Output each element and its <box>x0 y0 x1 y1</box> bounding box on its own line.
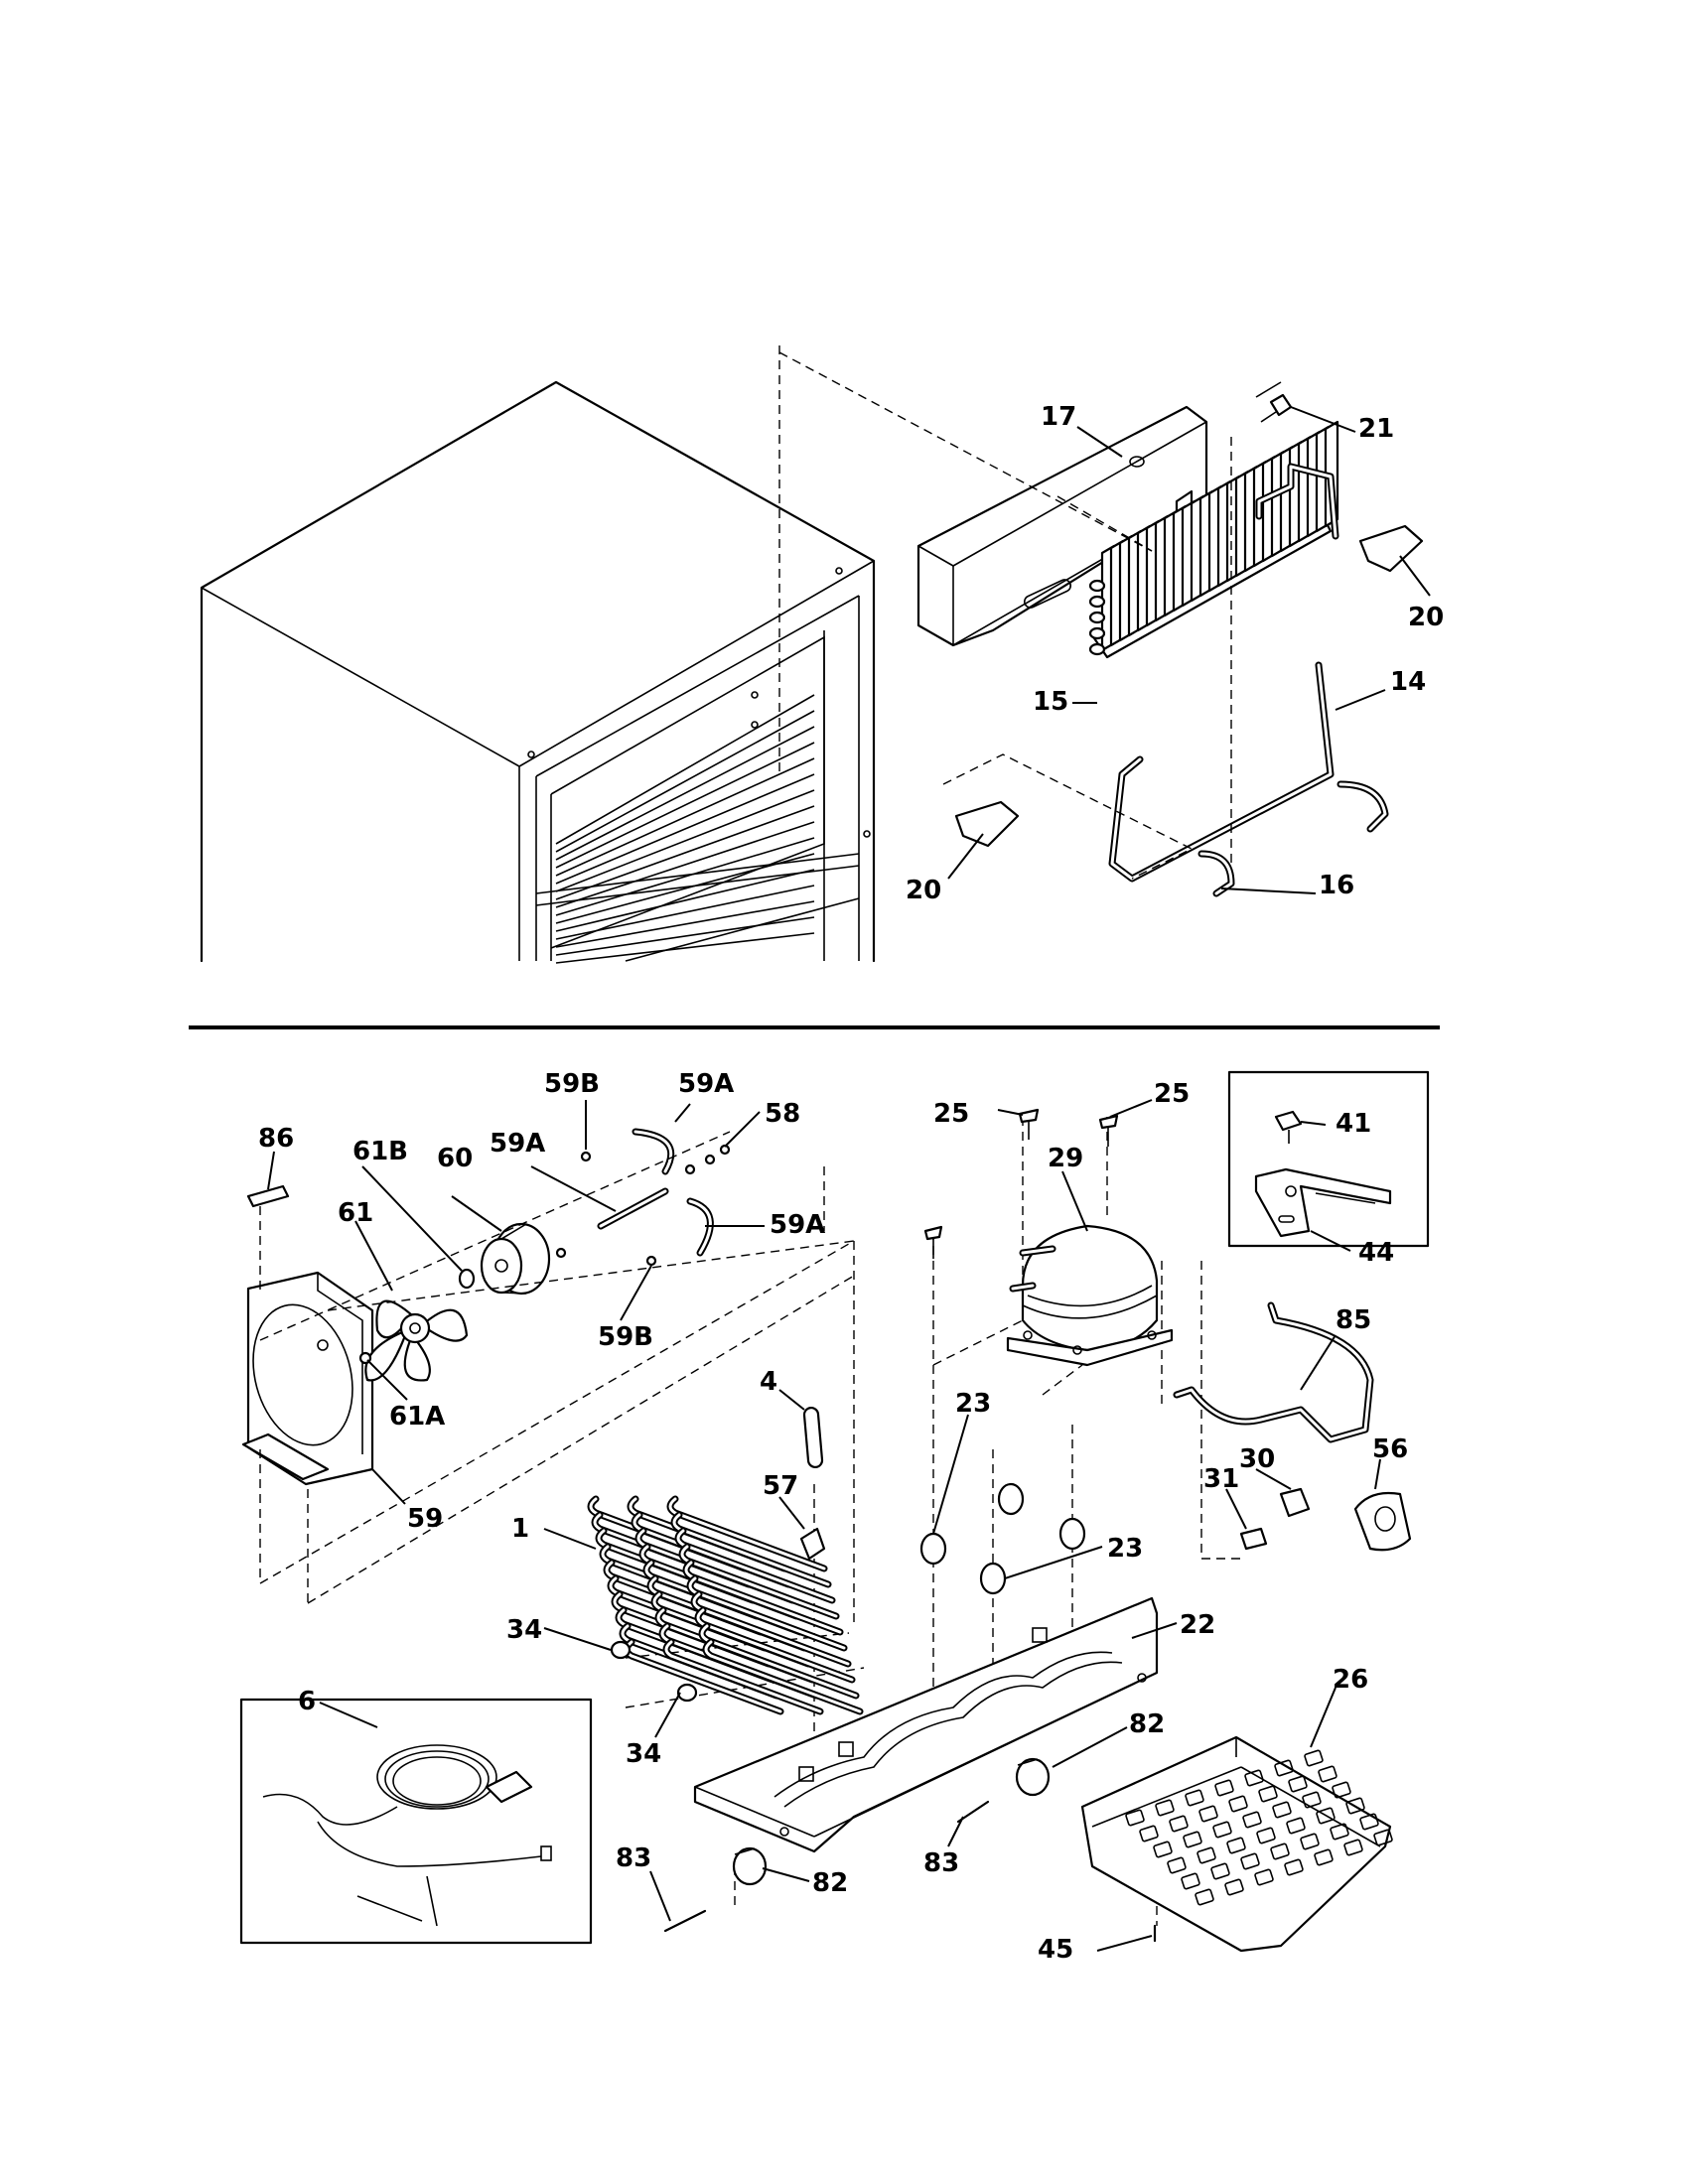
callout-60: 60 <box>437 1144 473 1173</box>
feet-82 <box>732 1757 1051 1886</box>
leader-lines <box>267 406 1431 1952</box>
callout-45: 45 <box>1038 1935 1073 1965</box>
condenser-coil <box>1088 420 1339 659</box>
callout-44: 44 <box>1358 1238 1394 1268</box>
callout-58: 58 <box>765 1099 800 1129</box>
callout-34-top: 34 <box>506 1615 542 1645</box>
callout-26: 26 <box>1333 1665 1368 1695</box>
callout-20-bottom: 20 <box>906 876 941 905</box>
callout-23-bottom: 23 <box>1107 1534 1143 1564</box>
inset-box-41-44 <box>1227 1070 1430 1248</box>
fan-bracket-59 <box>241 1271 374 1486</box>
callout-59: 59 <box>407 1504 443 1534</box>
callout-25-right: 25 <box>1154 1079 1190 1109</box>
callout-61A: 61A <box>389 1402 445 1432</box>
callout-85: 85 <box>1336 1305 1371 1335</box>
callout-16: 16 <box>1319 871 1354 900</box>
fan-blade-61 <box>364 1299 469 1382</box>
callout-31: 31 <box>1203 1464 1239 1494</box>
callout-59A-top: 59A <box>678 1069 734 1099</box>
callout-14: 14 <box>1390 667 1426 697</box>
upper-dash-lines <box>778 345 1232 864</box>
screws-25 <box>923 1108 1119 1259</box>
tubing-85 <box>1173 1301 1374 1443</box>
callout-61: 61 <box>338 1198 373 1228</box>
fan-motor-60 <box>480 1222 551 1296</box>
callout-29: 29 <box>1048 1144 1083 1173</box>
lower-dash-lines <box>259 1117 1241 1926</box>
callout-83-left: 83 <box>616 1843 651 1873</box>
cabinet-shelf-grille <box>555 694 815 964</box>
callout-25-left: 25 <box>933 1099 969 1129</box>
callout-59A-right: 59A <box>770 1210 825 1240</box>
callout-86: 86 <box>258 1124 294 1154</box>
insulation-pad-20-top <box>1358 524 1424 573</box>
callout-20-top: 20 <box>1408 603 1444 632</box>
callout-61B: 61B <box>352 1137 408 1166</box>
callout-6: 6 <box>298 1687 316 1716</box>
callout-59B-top: 59B <box>544 1069 600 1099</box>
callout-17: 17 <box>1041 402 1076 432</box>
callout-83-right: 83 <box>923 1848 959 1878</box>
callout-21: 21 <box>1358 414 1394 444</box>
base-plate-22 <box>693 1596 1159 1853</box>
callout-4: 4 <box>760 1367 777 1397</box>
drier-4 <box>802 1406 824 1469</box>
callout-15: 15 <box>1033 687 1068 717</box>
callout-82-left: 82 <box>812 1868 848 1898</box>
clip-57 <box>799 1527 826 1561</box>
drain-pan-26 <box>1080 1735 1393 1953</box>
callout-57: 57 <box>763 1471 798 1501</box>
clips-16 <box>1197 780 1389 897</box>
wire-grommets-59A-58 <box>597 1128 731 1257</box>
condenser-coil-1 <box>587 1495 864 1715</box>
washer-61B <box>458 1268 476 1290</box>
insulation-pad-20-bottom <box>942 753 1194 880</box>
condenser-tubing-top <box>1255 381 1339 540</box>
dryer-filter-21 <box>1260 393 1293 423</box>
callout-labels: 17 21 20 15 14 20 16 59B 59A 58 25 25 86… <box>258 402 1444 1965</box>
callout-1: 1 <box>511 1514 529 1544</box>
callout-56: 56 <box>1372 1434 1408 1464</box>
callout-59B-bottom: 59B <box>598 1322 653 1352</box>
refrigerator-cabinet <box>200 380 876 963</box>
compressor-29 <box>1006 1224 1174 1367</box>
callout-30: 30 <box>1239 1444 1275 1474</box>
callout-59A-mid: 59A <box>490 1129 545 1159</box>
callout-22: 22 <box>1180 1610 1215 1640</box>
callout-23-top: 23 <box>955 1389 991 1419</box>
mounting-wire-14 <box>1108 661 1335 883</box>
grommets-23 <box>919 1482 1086 1595</box>
callout-82-right: 82 <box>1129 1709 1165 1739</box>
callout-41: 41 <box>1336 1109 1371 1139</box>
inset-box-6 <box>239 1698 593 1945</box>
relay-overload-30-31-56 <box>1239 1487 1412 1552</box>
grommets-34 <box>610 1640 698 1703</box>
callout-34-bottom: 34 <box>626 1739 661 1769</box>
